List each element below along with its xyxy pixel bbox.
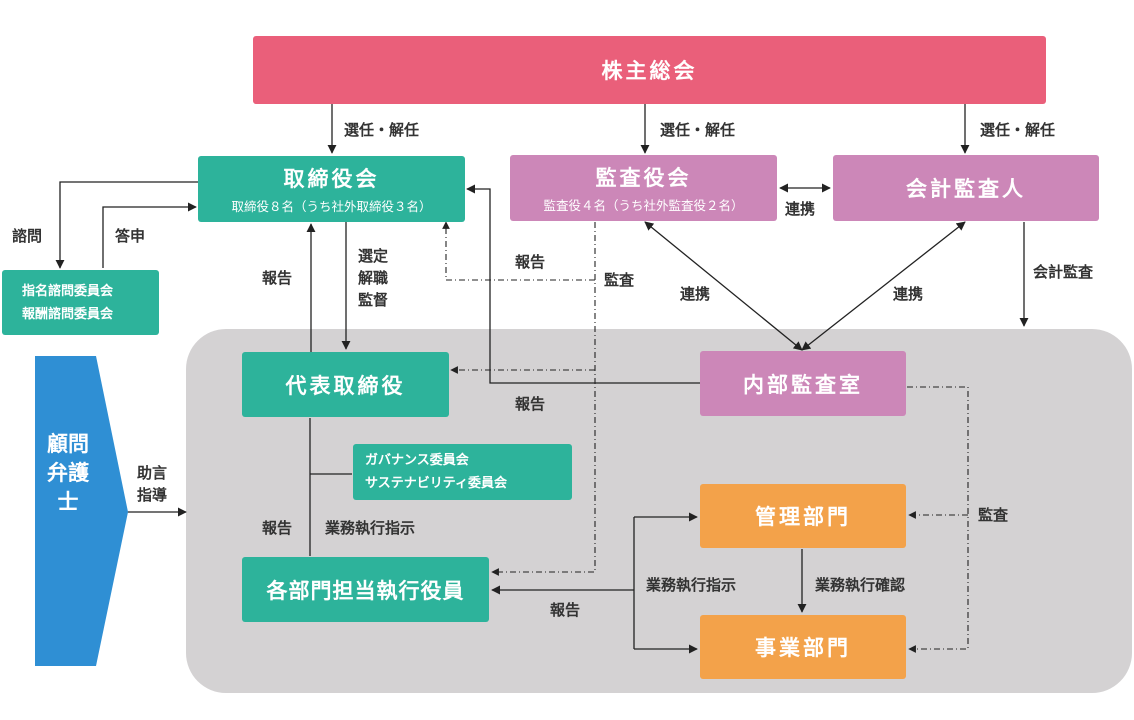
committees-left-box: 指名諮問委員会 報酬諮問委員会 bbox=[2, 270, 159, 335]
label-report-3: 報告 bbox=[515, 395, 546, 413]
label-audit-2: 監査 bbox=[978, 506, 1009, 524]
label-advice: 助言 bbox=[137, 464, 168, 482]
nomination-committee: 指名諮問委員会 bbox=[22, 283, 114, 299]
label-select: 選定 bbox=[358, 247, 389, 265]
label-audit-1: 監査 bbox=[604, 271, 635, 289]
label-report-back: 答申 bbox=[115, 227, 146, 245]
label-appoint-2: 選任・解任 bbox=[660, 121, 736, 139]
label-business-confirm: 業務執行確認 bbox=[815, 576, 906, 594]
label-cooperate-1: 連携 bbox=[785, 200, 816, 218]
label-appoint-1: 選任・解任 bbox=[344, 121, 420, 139]
shareholders-meeting-label: 株主総会 bbox=[601, 59, 698, 83]
label-supervise: 監督 bbox=[358, 291, 389, 309]
label-consult: 諮問 bbox=[12, 227, 43, 245]
label-report-2: 報告 bbox=[515, 253, 546, 271]
committees-mid-box: ガバナンス委員会 サステナビリティ委員会 bbox=[353, 444, 572, 500]
admin-dept-label: 管理部門 bbox=[755, 505, 851, 529]
governance-committee: ガバナンス委員会 bbox=[365, 453, 469, 468]
compensation-committee: 報酬諮問委員会 bbox=[22, 306, 114, 322]
accounting-auditor-box: 会計監査人 bbox=[833, 155, 1099, 221]
label-cooperate-2: 連携 bbox=[680, 285, 711, 303]
board-title: 取締役会 bbox=[283, 167, 380, 191]
label-dismiss: 解職 bbox=[358, 269, 389, 287]
label-guidance: 指導 bbox=[137, 486, 168, 504]
label-report-1: 報告 bbox=[262, 269, 293, 287]
label-cooperate-3: 連携 bbox=[893, 285, 924, 303]
representative-box: 代表取締役 bbox=[242, 352, 449, 417]
business-dept-label: 事業部門 bbox=[755, 636, 851, 660]
business-dept-box: 事業部門 bbox=[700, 615, 906, 679]
auditors-board-title: 監査役会 bbox=[595, 166, 692, 190]
admin-dept-box: 管理部門 bbox=[700, 484, 906, 548]
auditors-board-box: 監査役会 監査役４名（うち社外監査役２名） bbox=[510, 155, 777, 221]
accounting-auditor-label: 会計監査人 bbox=[906, 177, 1026, 201]
label-report-5: 報告 bbox=[550, 601, 581, 619]
label-business-instruction-1: 業務執行指示 bbox=[325, 519, 416, 537]
board-sub: 取締役８名（うち社外取締役３名） bbox=[231, 199, 432, 214]
internal-audit-label: 内部監査室 bbox=[743, 372, 863, 397]
auditors-board-sub: 監査役４名（うち社外監査役２名） bbox=[543, 198, 744, 213]
board-box: 取締役会 取締役８名（うち社外取締役３名） bbox=[198, 156, 465, 222]
executive-officers-box: 各部門担当執行役員 bbox=[242, 557, 489, 622]
executive-officers-label: 各部門担当執行役員 bbox=[266, 578, 465, 603]
label-appoint-3: 選任・解任 bbox=[980, 121, 1056, 139]
legal-advisor-label: 顧問弁護士 bbox=[47, 432, 89, 514]
representative-label: 代表取締役 bbox=[285, 373, 406, 398]
label-business-instruction-2: 業務執行指示 bbox=[646, 576, 737, 594]
internal-audit-box: 内部監査室 bbox=[700, 351, 906, 416]
sustainability-committee: サステナビリティ委員会 bbox=[365, 476, 507, 491]
label-accounting-audit: 会計監査 bbox=[1033, 263, 1094, 281]
shareholders-meeting-box: 株主総会 bbox=[253, 36, 1046, 104]
label-report-4: 報告 bbox=[262, 519, 293, 537]
